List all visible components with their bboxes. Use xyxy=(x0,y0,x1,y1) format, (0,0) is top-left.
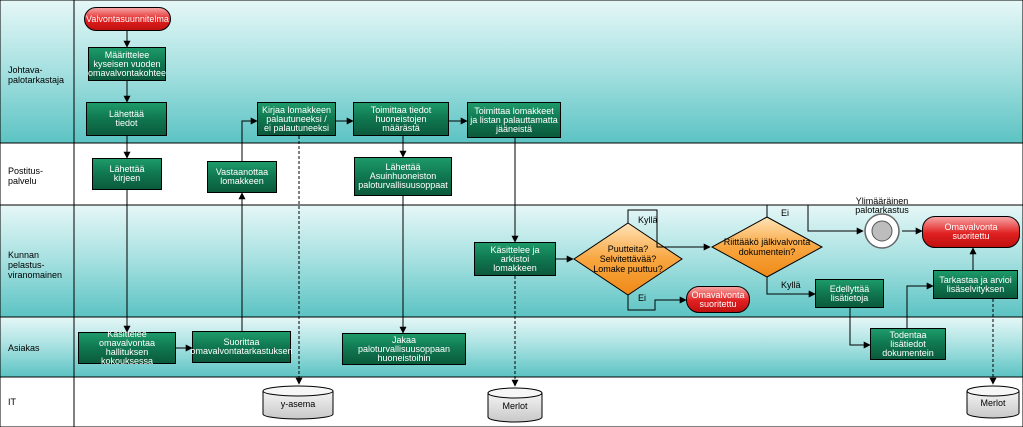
task-lahettaa-tiedot: Lähettää tiedot xyxy=(86,102,167,136)
lane-postitus xyxy=(0,142,1023,206)
flow-label-kylla-2: Kyllä xyxy=(781,280,801,290)
task-toimittaa-lomakkeet: Toimittaa lomakkeet ja listan palauttama… xyxy=(467,102,561,138)
flow-label-ei-2: Ei xyxy=(781,208,790,218)
datastore-y-asema-label: y-asema xyxy=(280,399,316,409)
task-kasittelee-omavalvontaa: Käsittelee omavalvontaa hallituksen koko… xyxy=(78,330,176,366)
datastore-y-asema-icon xyxy=(262,385,334,420)
datastore-merlot2-label: Merlot xyxy=(980,398,1006,408)
event-ylimaarainen-inner-icon xyxy=(871,220,893,242)
task-tarkastaa: Tarkastaa ja arvioi lisäselvityksen xyxy=(933,270,1018,299)
flow-label-ei-1: Ei xyxy=(638,293,647,303)
lane-label-kunnan: Kunnan pelastus- viranomainen xyxy=(8,250,63,280)
start-terminator: Valvontasuunnitelma xyxy=(84,7,171,31)
lane-label-asiakas: Asiakas xyxy=(8,343,40,353)
datastore-merlot1-icon xyxy=(487,387,543,423)
task-jakaa: Jakaa paloturvallisuusoppaan huoneistoih… xyxy=(342,333,466,365)
task-lahettaa-asuinhuoneiston: Lähettää Asuinhuoneiston paloturvallisuu… xyxy=(354,157,452,196)
task-todentaa: Todentaa lisätiedot dokumentein xyxy=(870,328,946,360)
event-ylimaarainen-label: Ylimääräinen palotarkastus xyxy=(855,196,909,215)
lane-label-postitus: Postitus- palvelu xyxy=(8,166,44,186)
lane-label-johtava: Johtava- palotarkastaja xyxy=(8,65,65,85)
task-kasittelee-arkistoi: Käsittelee ja arkistoi lomakkeen xyxy=(474,242,556,276)
task-kirjaa: Kirjaa lomakkeen palautuneeksi / ei pala… xyxy=(257,102,336,136)
flow-label-kylla-1: Kyllä xyxy=(638,215,658,225)
task-maarittelee: Määrittelee kyseisen vuoden omavalvontak… xyxy=(88,47,166,81)
decision-puutteita-label: Puutteita? Selvitettävää? Lomake puuttuu… xyxy=(593,244,663,274)
task-vastaanottaa: Vastaanottaa lomakkeen xyxy=(207,161,277,193)
task-edellyttaa: Edellyttää lisätietoja xyxy=(815,279,884,308)
task-lahettaa-kirjeen: Lähettää kirjeen xyxy=(92,158,162,190)
task-suorittaa: Suorittaa omavalvontatarkastuksen xyxy=(190,331,293,363)
datastore-merlot2-icon xyxy=(966,385,1020,419)
datastore-merlot1-label: Merlot xyxy=(502,401,528,411)
lane-label-it: IT xyxy=(8,397,16,407)
task-toimittaa-tiedot: Toimittaa tiedot huoneistojen määrästä xyxy=(353,102,449,136)
decision-riittaako-label: Riittääkö jälkivalvonta dokumentein? xyxy=(723,237,811,257)
end-terminator-2: Omavalvonta suoritettu xyxy=(922,216,1020,248)
end-terminator-1: Omavalvonta suoritettu xyxy=(686,286,750,313)
